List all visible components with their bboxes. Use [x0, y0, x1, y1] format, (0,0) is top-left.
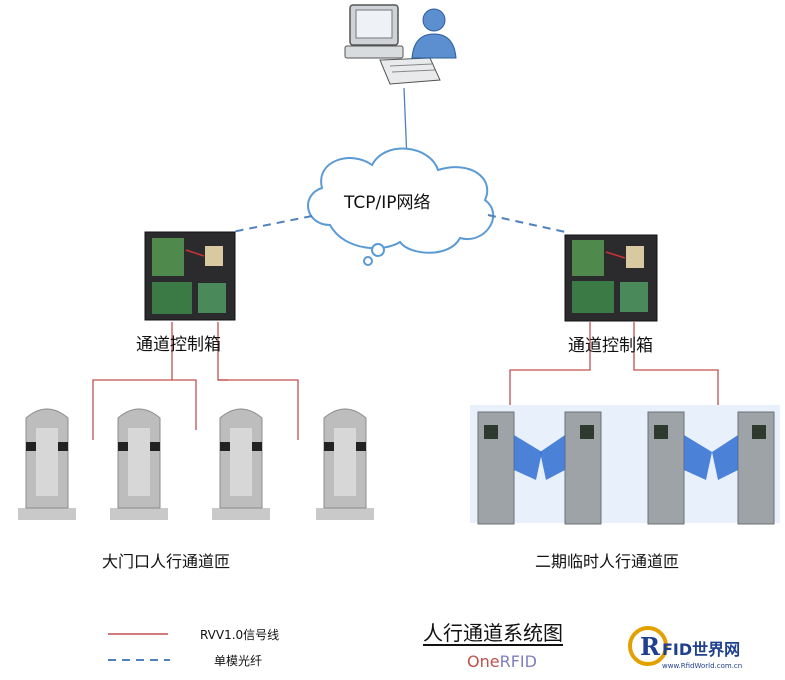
fiber-link-right: [487, 214, 571, 234]
controller-label-left: 通道控制箱: [136, 335, 221, 355]
workstation-icon: [344, 4, 441, 85]
svg-text:www.RfidWorld.com.cn: www.RfidWorld.com.cn: [662, 662, 742, 670]
user-icon: [411, 8, 457, 59]
svg-text:R: R: [640, 632, 661, 661]
rfid-world-logo: R FID世界网 www.RfidWorld.com.cn: [628, 626, 742, 670]
diagram-title: 人行通道系统图: [423, 621, 563, 645]
pedestrian-gate-pillar: [110, 408, 168, 520]
controller-label-right: 通道控制箱: [568, 336, 653, 356]
group-label-temp-gate: 二期临时人行通道匝: [535, 552, 680, 571]
svg-text:FID世界网: FID世界网: [662, 640, 740, 659]
signal-wiring-left: [92, 322, 299, 440]
pedestrian-gate-pillar: [18, 408, 76, 520]
fiber-link-left: [231, 215, 313, 233]
pedestrian-gate-pillar: [316, 408, 374, 520]
flap-turnstile-right: [647, 411, 775, 525]
network-label: TCP/IP网络: [344, 193, 431, 213]
brand-label: OneRFID: [467, 652, 537, 671]
brand-part-one: One: [467, 652, 500, 671]
pedestrian-gate-pillar: [212, 408, 270, 520]
legend-signal-text: RVV1.0信号线: [200, 628, 280, 642]
controller-box-left: [144, 231, 236, 321]
legend-fiber-text: 单模光纤: [214, 654, 263, 668]
group-label-main-gate: 大门口人行通道匝: [102, 552, 231, 571]
controller-box-right: [564, 234, 658, 322]
brand-part-rfid: RFID: [499, 652, 537, 671]
network-cloud: [307, 147, 495, 266]
